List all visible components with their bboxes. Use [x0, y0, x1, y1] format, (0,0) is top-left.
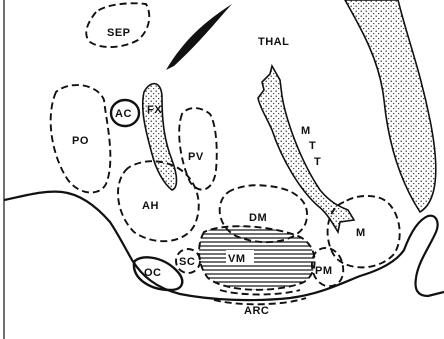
mtt-stipple: [258, 66, 354, 232]
mtt-label-t1: T: [309, 140, 316, 152]
fx-label: FX: [147, 104, 162, 116]
ventricle-stipple: [345, 0, 436, 212]
fiber-crescent: [166, 4, 232, 70]
pm-label: PM: [315, 265, 333, 277]
mtt-label-t2: T: [314, 156, 321, 168]
arc-label: ARC: [244, 305, 269, 317]
po-label: PO: [72, 135, 89, 147]
thal-label: THAL: [258, 36, 289, 48]
pv-region: [179, 108, 217, 190]
pv-label: PV: [188, 151, 204, 163]
m-label: M: [356, 227, 366, 239]
dm-label: DM: [249, 212, 267, 224]
mtt-label-m: M: [301, 125, 311, 137]
sep-label: SEP: [107, 27, 131, 39]
vm-region: [199, 226, 315, 290]
ac-label: AC: [115, 108, 132, 120]
ah-label: AH: [142, 200, 159, 212]
sc-label: SC: [179, 256, 195, 268]
sep-region: [86, 3, 149, 47]
fx-stipple: [143, 84, 177, 190]
vm-label: VM: [228, 253, 246, 265]
